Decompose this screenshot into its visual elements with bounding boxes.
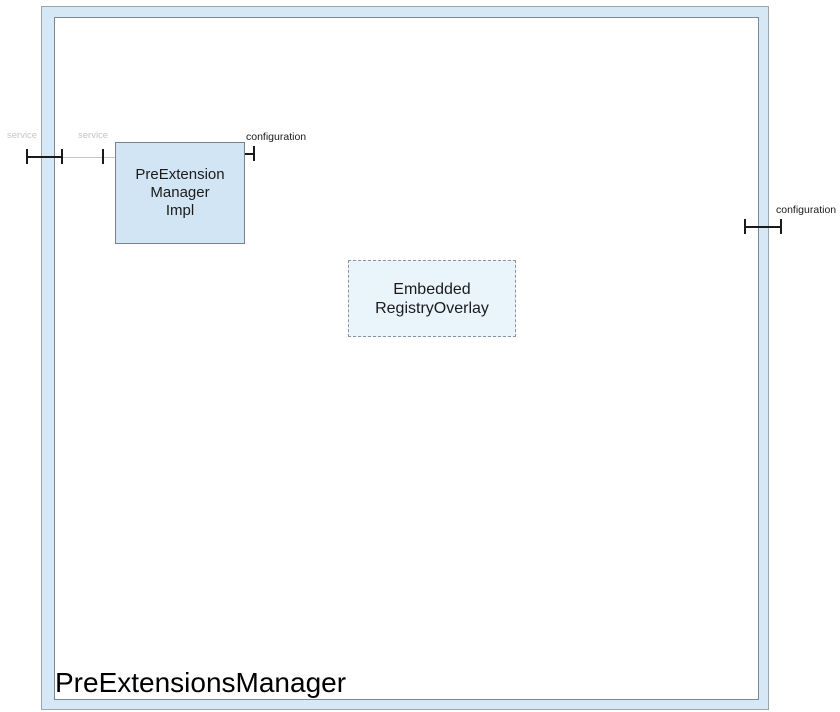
component-impl-label-line3: Impl — [165, 202, 195, 219]
frame-inner-area — [54, 17, 759, 700]
port-line-service-frame[interactable] — [27, 156, 63, 158]
connector-service-wire[interactable] — [63, 157, 116, 158]
port-label-configuration-frame: configuration — [776, 204, 837, 216]
frame-pre-extensions-manager[interactable] — [41, 6, 769, 710]
port-tick-service-frame-inner[interactable] — [61, 149, 63, 164]
port-tick-service-impl[interactable] — [102, 149, 104, 164]
component-overlay-label-line1: Embedded — [393, 280, 471, 298]
port-tick-service-frame-outer[interactable] — [26, 149, 28, 164]
frame-title: PreExtensionsManager — [55, 667, 347, 698]
component-impl-label: PreExtension Manager Impl — [135, 166, 224, 220]
port-line-configuration-frame[interactable] — [745, 226, 782, 228]
port-line-configuration-impl[interactable] — [245, 153, 255, 155]
component-impl-label-line1: PreExtension — [135, 166, 225, 183]
component-overlay-label-line2: RegistryOverlay — [375, 299, 489, 317]
component-pre-extension-manager-impl[interactable]: PreExtension Manager Impl — [115, 142, 245, 244]
component-embedded-registry-overlay[interactable]: Embedded RegistryOverlay — [348, 260, 516, 337]
port-tick-configuration-frame-outer[interactable] — [780, 219, 782, 234]
component-impl-label-line2: Manager — [150, 184, 210, 201]
port-tick-configuration-frame-inner[interactable] — [744, 219, 746, 234]
port-label-configuration-impl: configuration — [246, 131, 307, 143]
port-label-service-frame: service — [7, 130, 38, 141]
port-tick-configuration-impl[interactable] — [253, 146, 255, 161]
port-label-service-impl: service — [78, 130, 109, 141]
component-overlay-label: Embedded RegistryOverlay — [375, 280, 489, 318]
